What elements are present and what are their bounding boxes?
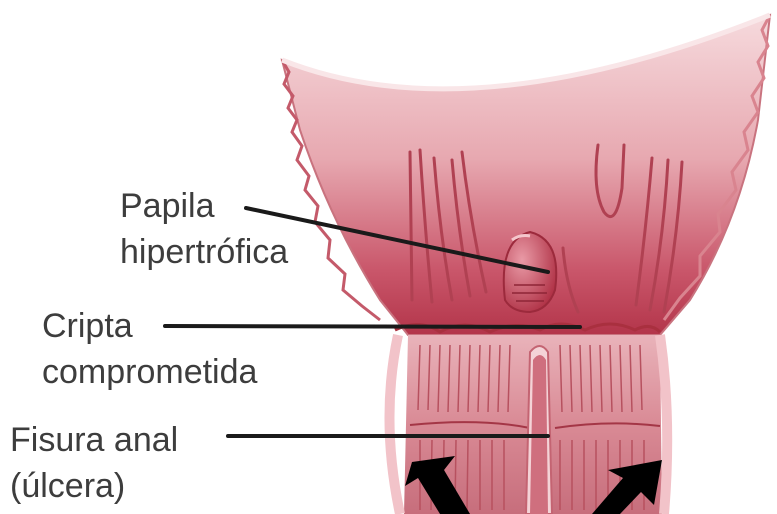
fissure-shape xyxy=(526,346,552,514)
leader-cripta xyxy=(165,326,580,327)
label-cripta-line1: Cripta xyxy=(42,306,133,346)
label-papila-line2: hipertrófica xyxy=(120,232,288,272)
label-fisura-line1: Fisura anal xyxy=(10,420,178,460)
label-fisura-line2: (úlcera) xyxy=(10,466,125,506)
label-papila-line1: Papila xyxy=(120,186,215,226)
label-cripta-line2: comprometida xyxy=(42,352,257,392)
